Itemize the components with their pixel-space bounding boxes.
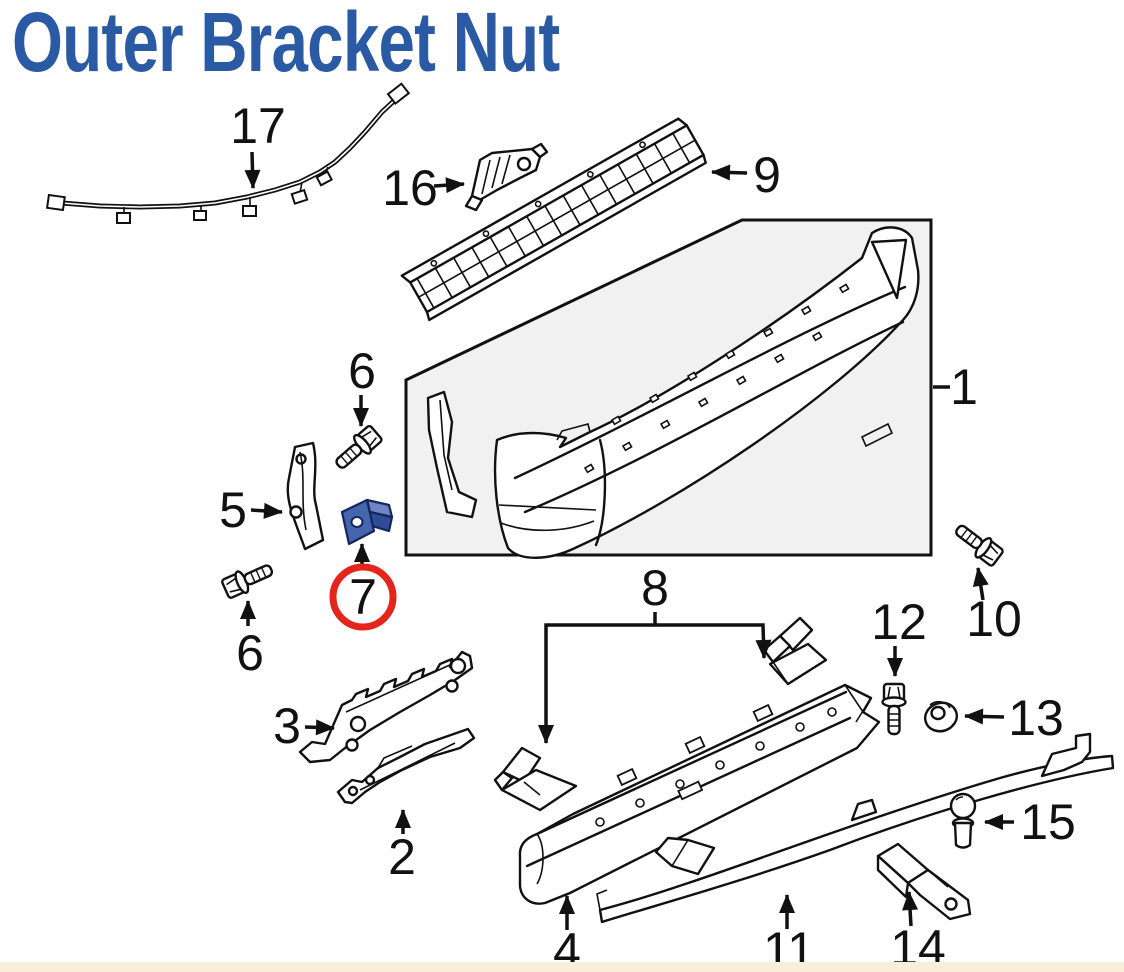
- part-step-pad: [400, 117, 707, 322]
- bumper-cover-art: [493, 226, 920, 559]
- part-side-bracket: [286, 441, 325, 551]
- part-hitch-drawbar: [876, 842, 972, 921]
- part-label-12: 12: [871, 594, 927, 650]
- part-outer-bracket-nut: [340, 498, 394, 546]
- part-label-9: 9: [753, 147, 781, 203]
- part-bolt-upper: [329, 422, 385, 476]
- part-wiring-harness: [45, 82, 411, 224]
- page-title: Outer Bracket Nut: [12, 0, 560, 89]
- part-lower-reinforcement: [596, 732, 1115, 924]
- part-impact-absorber: [518, 683, 881, 905]
- part-mounting-bracket: [464, 142, 549, 212]
- bumper-fastener-dots: [583, 283, 850, 474]
- part-bumper-cover-box: [404, 218, 933, 559]
- part-lower-bracket: [336, 727, 476, 805]
- part-label-15: 15: [1020, 794, 1076, 850]
- part-label-5: 5: [219, 482, 247, 538]
- part-label-3: 3: [273, 698, 301, 754]
- highlight-circle: [329, 563, 397, 631]
- part-label-1: 1: [950, 359, 978, 415]
- part-bracket-rail: [298, 650, 474, 764]
- side-retainer-strip: [426, 390, 478, 519]
- part-label-16: 16: [382, 160, 438, 216]
- part-hitch-ball: [949, 792, 977, 849]
- part-label-2: 2: [388, 829, 416, 885]
- part-label-7: 7: [349, 569, 377, 625]
- part-push-nut: [923, 700, 959, 733]
- leader-lines: [240, 151, 1014, 930]
- bottom-strip: [0, 962, 1124, 972]
- part-label-8: 8: [641, 560, 669, 616]
- part-label-6-upper: 6: [348, 343, 376, 399]
- part-label-10: 10: [966, 591, 1022, 647]
- part-label-13: 13: [1008, 690, 1064, 746]
- part-label-6-lower: 6: [236, 625, 264, 681]
- part-corner-bracket-left: [493, 746, 578, 812]
- part-label-17: 17: [230, 98, 286, 154]
- part-corner-bracket-right: [762, 616, 828, 686]
- part-bolt-lower: [219, 557, 277, 602]
- part-bolt-10: [949, 518, 1006, 570]
- part-bolt-12: [881, 682, 907, 736]
